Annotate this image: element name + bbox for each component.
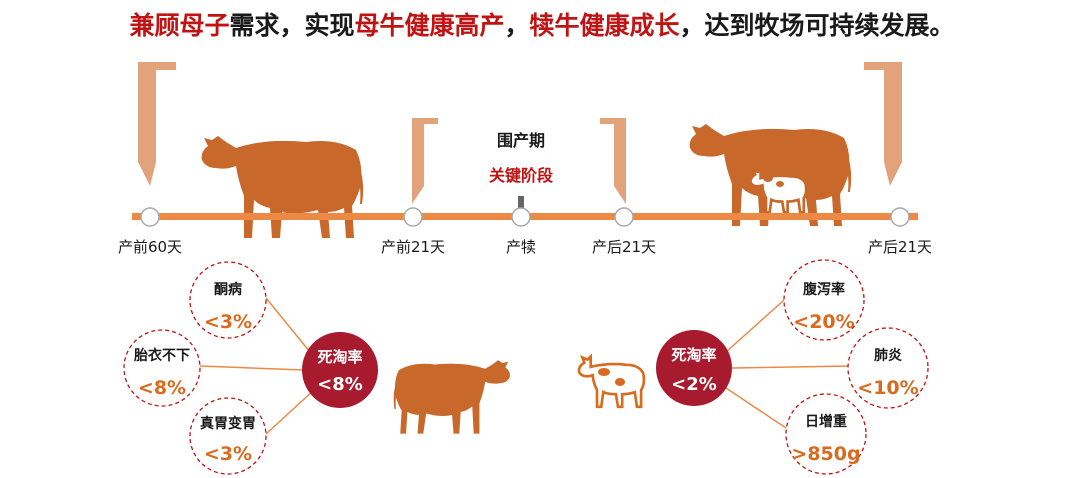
period-marker: [518, 196, 524, 208]
calf-metric-circle-diarrhea: [783, 259, 865, 341]
headline-part-1: 兼顾母子: [129, 11, 230, 40]
calf-mortality-label: 死淘率: [671, 346, 716, 364]
calf-metric-value: <10%: [857, 377, 918, 399]
timeline-node: [511, 207, 531, 227]
calf-metric-name: 腹泻率: [803, 281, 845, 298]
calf-metric-value: >850g: [791, 443, 860, 465]
timeline-label: 产前60天: [118, 238, 182, 256]
timeline-label: 产前21天: [381, 238, 445, 256]
bracket-mid-right: [600, 118, 626, 204]
calf-metric-value: <20%: [793, 311, 854, 333]
calf-mortality-value: <2%: [671, 374, 717, 395]
calf-metric-name: 日增重: [805, 413, 847, 430]
cow-metric-value: <3%: [204, 311, 252, 333]
bracket-left-top: [138, 62, 176, 186]
bracket-right-top: [864, 62, 902, 186]
headline-part-4: ，: [504, 11, 530, 40]
cow-mortality-value: <8%: [317, 374, 363, 395]
cow-mortality-label: 死淘率: [317, 348, 362, 366]
timeline-label: 产后21天: [592, 238, 656, 256]
calf-mortality-bubble: [656, 330, 732, 406]
bracket-mid-left: [412, 118, 438, 204]
cow-metric-circle-placenta: [123, 329, 201, 407]
calf-metric-circle-pneumonia: [847, 327, 929, 409]
calf-metric-circle-gain: [785, 393, 867, 475]
cow-metric-circle-ketosis: [189, 261, 267, 339]
calf-spots-bottom: [598, 368, 625, 386]
calf-metric-name: 肺炎: [874, 348, 902, 364]
cow-metric-name: 酮病: [214, 281, 242, 298]
cow-metric-name: 胎衣不下: [134, 347, 190, 364]
cow-icon-top-left: [201, 136, 364, 238]
headline-part-3: 母牛健康高产: [354, 11, 505, 40]
timeline-node: [140, 207, 160, 227]
timeline-label: 产犊: [506, 238, 536, 256]
timeline-nodes: [140, 207, 910, 227]
calf-spots-top: [763, 174, 784, 187]
headline-part-6: ，达到牧场可持续发展。: [679, 11, 955, 40]
headline-part-2: 需求，实现: [229, 11, 355, 40]
timeline-node: [890, 207, 910, 227]
period-subtitle: 关键阶段: [489, 166, 554, 185]
cow-metric-circle-abomasum: [189, 397, 267, 475]
headline: 兼顾母子需求，实现母牛健康高产，犊牛健康成长，达到牧场可持续发展。: [0, 6, 1084, 42]
cow-mortality-bubble: [302, 332, 378, 408]
cow-icon-bottom: [393, 360, 510, 434]
timeline-node: [403, 207, 423, 227]
calf-icon-bottom: [577, 355, 646, 409]
period-title: 围产期: [497, 131, 545, 150]
headline-part-5: 犊牛健康成长: [529, 11, 680, 40]
cow-metric-value: <3%: [204, 443, 252, 465]
timeline-node: [614, 207, 634, 227]
cow-metric-value: <8%: [138, 377, 186, 399]
cow-metric-name: 真胃变胃: [200, 415, 256, 432]
timeline-label: 产后21天: [868, 238, 932, 256]
